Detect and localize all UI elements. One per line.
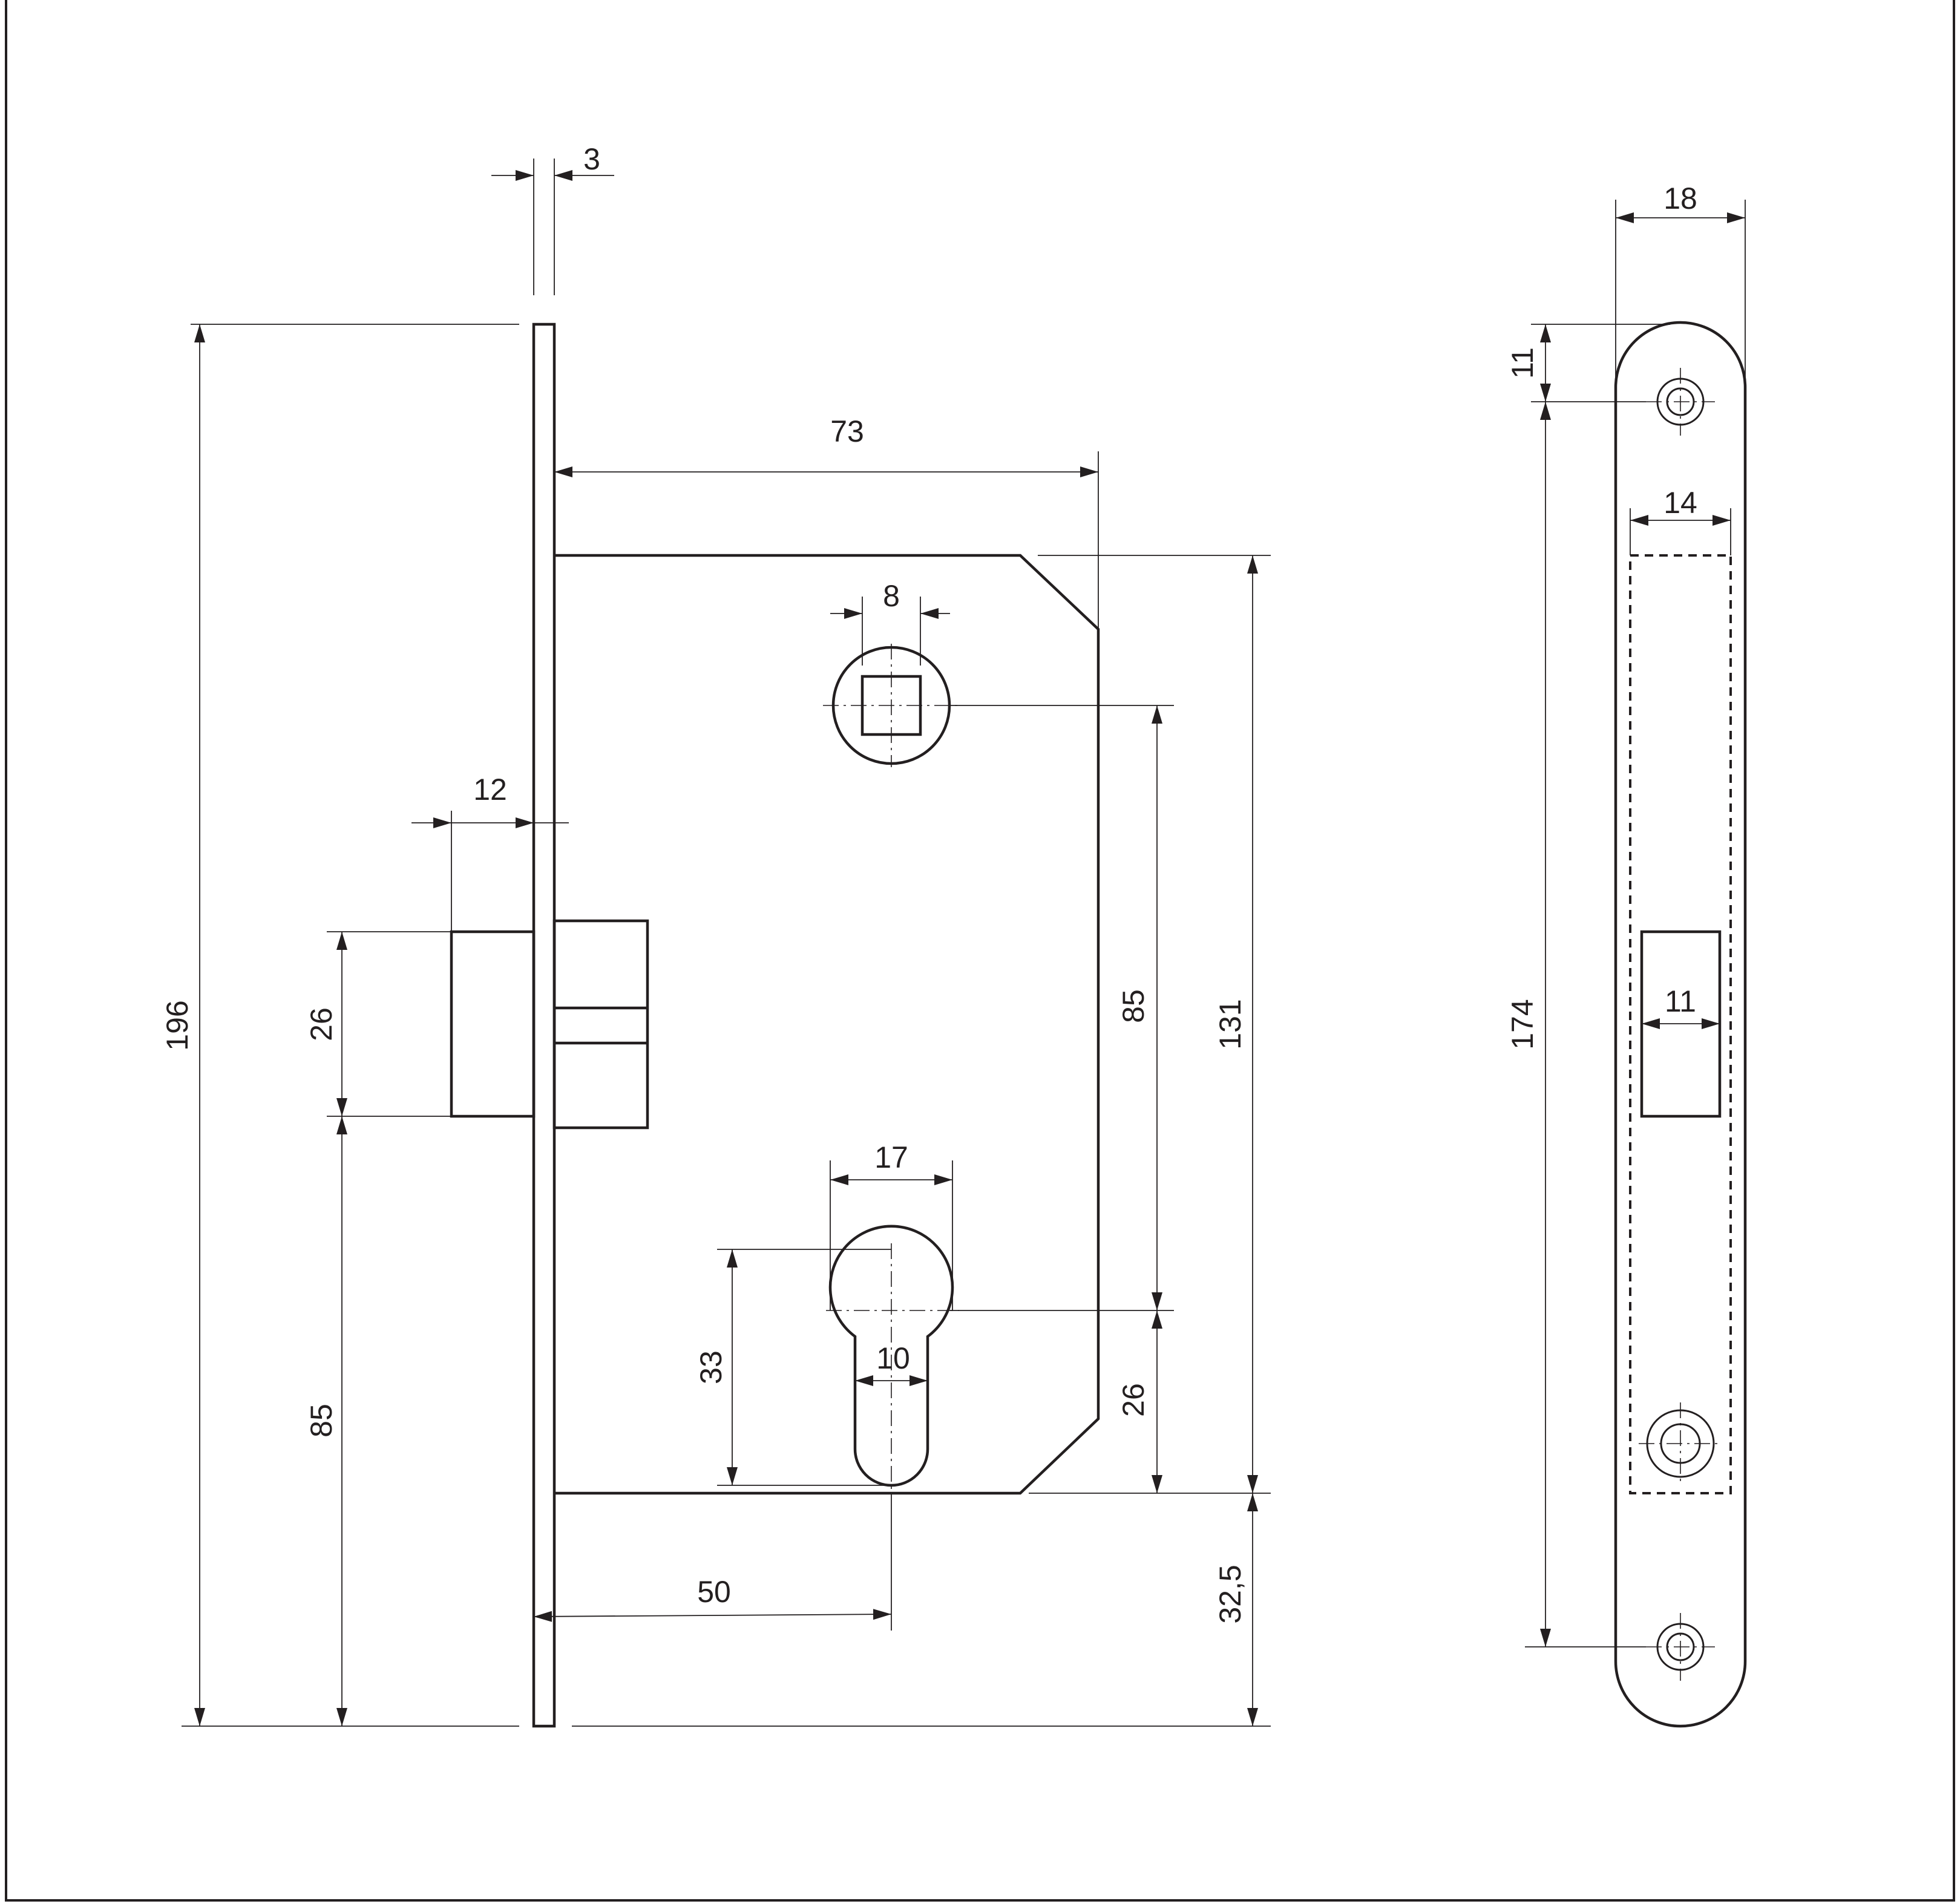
- lock-front-view: 3 196 73 8 12 26 85 17 33 10 50 85 26 13…: [160, 142, 1271, 1728]
- dim-label-cylinder-backset: 50: [697, 1575, 731, 1609]
- dim-label-cylinder-height: 33: [694, 1350, 728, 1384]
- screw-hole-top: [1646, 368, 1715, 436]
- dim-label-latch-opening-width: 11: [1665, 984, 1696, 1018]
- dim-label-latch-height: 26: [304, 1007, 338, 1041]
- dim-label-latch-projection: 12: [473, 773, 507, 806]
- dim-label-case-height: 131: [1213, 999, 1247, 1049]
- screw-hole-bottom: [1646, 1613, 1715, 1681]
- dim-label-cylinder-width: 17: [874, 1140, 908, 1174]
- latch-bolt: [450, 930, 536, 1118]
- dim-label-screw-offset: 11: [1506, 347, 1539, 379]
- lock-case: [554, 554, 1100, 1495]
- screw-hole-middle: [1639, 1402, 1722, 1485]
- dim-label-case-to-plate-bottom: 32,5: [1213, 1565, 1247, 1623]
- faceplate-outline: [1614, 321, 1747, 1728]
- dim-label-follower-square: 8: [883, 579, 900, 613]
- dim-label-cylinder-to-case-bottom: 26: [1116, 1383, 1150, 1417]
- dim-label-plate-width: 18: [1663, 182, 1697, 215]
- dim-label-faceplate-thickness: 3: [583, 142, 600, 176]
- dim-line-50: [533, 1609, 892, 1622]
- dim-label-backset-width: 73: [830, 414, 864, 448]
- dim-label-cylinder-slot: 10: [876, 1341, 910, 1375]
- dim-label-faceplate-height: 196: [160, 1000, 194, 1050]
- drawing-frame: [5, 0, 1955, 1902]
- faceplate: [532, 322, 556, 1728]
- case-outline-hidden: [1629, 554, 1732, 1494]
- dim-label-screw-spacing: 174: [1506, 999, 1539, 1049]
- dim-label-case-width: 14: [1663, 486, 1697, 520]
- dim-label-handle-to-cylinder: 85: [1116, 989, 1150, 1023]
- dim-label-latch-to-bottom: 85: [304, 1404, 338, 1438]
- faceplate-side-view: 18 11 174 14 11: [1506, 182, 1747, 1728]
- latch-body: [552, 919, 649, 1130]
